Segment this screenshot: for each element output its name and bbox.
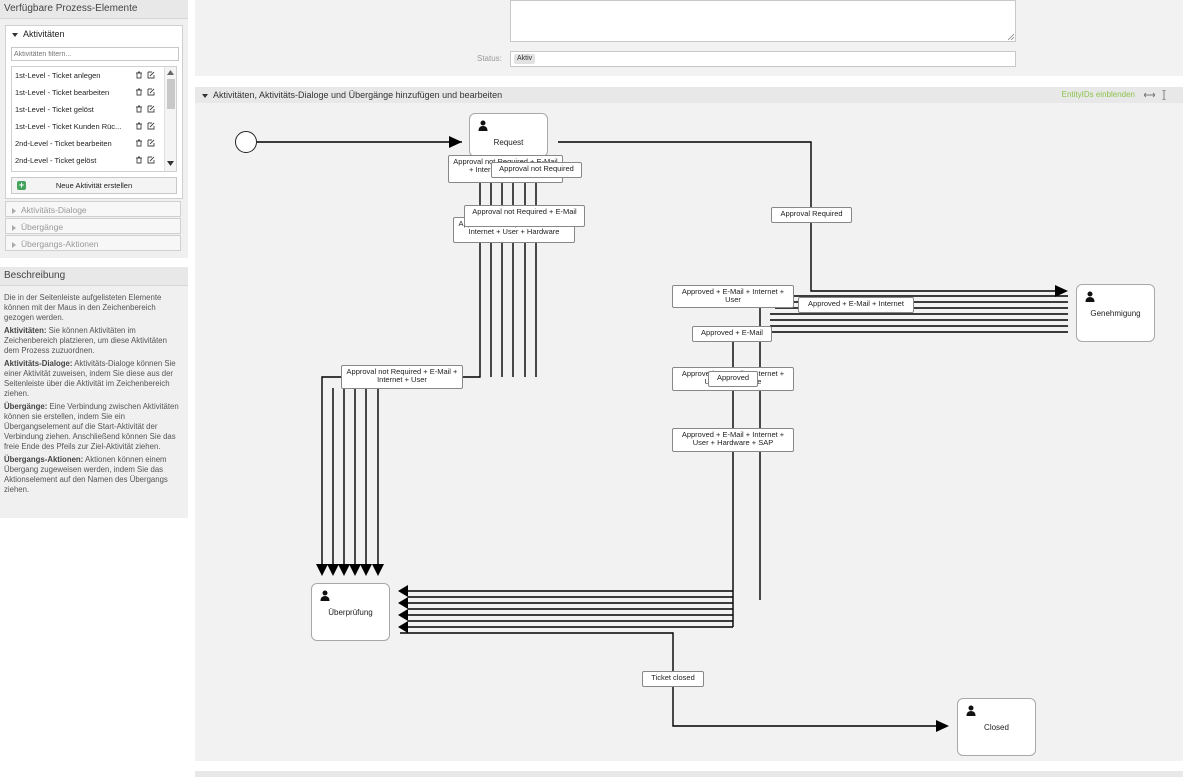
transition-label[interactable]: Approved + E-Mail + Internet + User: [672, 285, 794, 308]
activity-item-label: 1st-Level - Ticket bearbeiten: [15, 88, 110, 97]
activity-request[interactable]: Request: [469, 113, 548, 157]
process-form-area: Status: Aktiv: [195, 0, 1183, 76]
description-text: Die in der Seitenleiste aufgelisteten El…: [4, 293, 182, 498]
activity-closed-label: Closed: [984, 723, 1009, 732]
trash-icon[interactable]: [135, 139, 143, 147]
description-panel: Beschreibung Die in der Seitenleiste auf…: [0, 267, 188, 518]
status-label: Status:: [477, 54, 502, 63]
transitions-accordion[interactable]: Übergänge: [5, 218, 181, 234]
vertical-resize-icon[interactable]: [1161, 90, 1167, 100]
edit-icon[interactable]: [147, 71, 155, 79]
start-event[interactable]: [235, 131, 257, 153]
trash-icon[interactable]: [135, 105, 143, 113]
activity-item-label: 1st-Level - Ticket anlegen: [15, 71, 101, 80]
status-select[interactable]: Aktiv: [510, 51, 1016, 67]
activity-list-item[interactable]: 1st-Level - Ticket anlegen: [12, 67, 176, 84]
description-dialogs: Aktivitäts-Dialoge: Aktivitäts-Dialoge k…: [4, 359, 176, 398]
activities-accordion-header[interactable]: Aktivitäten: [6, 26, 182, 42]
activity-item-label: 1st-Level - Ticket gelöst: [15, 105, 94, 114]
transition-label[interactable]: Approval not Required + E-Mail: [464, 205, 585, 227]
description-transitions: Übergänge: Eine Verbindung zwischen Akti…: [4, 402, 179, 451]
edit-icon[interactable]: [147, 156, 155, 164]
caret-down-icon: [12, 32, 18, 37]
caret-right-icon: [12, 224, 16, 231]
horizontal-resize-icon[interactable]: [1144, 91, 1155, 99]
edit-icon[interactable]: [147, 139, 155, 147]
activity-list-item[interactable]: 1st-Level - Ticket Kunden Rüc...: [12, 118, 176, 135]
status-value: Aktiv: [514, 54, 536, 64]
transition-label[interactable]: Approved: [708, 371, 758, 387]
canvas-section-header[interactable]: Aktivitäten, Aktivitäts-Dialoge und Über…: [195, 87, 1183, 103]
trash-icon[interactable]: [135, 122, 143, 130]
trash-icon[interactable]: [135, 71, 143, 79]
entity-ids-toggle[interactable]: EntityIDs einblenden: [1061, 90, 1135, 99]
canvas-section-title: Aktivitäten, Aktivitäts-Dialoge und Über…: [202, 87, 502, 103]
user-icon: [1085, 291, 1095, 302]
transition-label[interactable]: Approved + E-Mail: [692, 326, 772, 342]
activity-request-label: Request: [493, 138, 524, 147]
caret-right-icon: [12, 241, 16, 248]
description-textarea[interactable]: [510, 0, 1016, 42]
activity-item-label: 1st-Level - Ticket Kunden Rüc...: [15, 122, 122, 131]
scrollbar-thumb[interactable]: [167, 79, 175, 109]
activity-list-item[interactable]: 1st-Level - Ticket gelöst: [12, 101, 176, 118]
activity-closed[interactable]: Closed: [957, 698, 1036, 756]
description-intro: Die in der Seitenleiste aufgelisteten El…: [4, 293, 162, 322]
activity-dialogs-accordion[interactable]: Aktivitäts-Dialoge: [5, 201, 181, 217]
activities-accordion-label: Aktivitäten: [23, 29, 65, 39]
transition-label[interactable]: Approved + E-Mail + Internet: [798, 297, 914, 313]
new-activity-button[interactable]: + Neue Aktivität erstellen: [11, 177, 177, 194]
scroll-down-icon[interactable]: [167, 161, 174, 166]
description-activities: Aktivitäten: Sie können Aktivitäten im Z…: [4, 326, 167, 355]
scroll-up-icon[interactable]: [167, 70, 174, 75]
transition-label[interactable]: Approval Required: [771, 207, 852, 223]
activity-item-label: 2nd-Level - Ticket gelöst: [15, 156, 97, 165]
activity-list-scrollbar[interactable]: [164, 67, 176, 171]
activity-dialogs-label: Aktivitäts-Dialoge: [21, 205, 87, 215]
user-icon: [478, 120, 488, 131]
user-icon: [320, 590, 330, 601]
activity-filter-input[interactable]: [11, 47, 179, 61]
trash-icon[interactable]: [135, 88, 143, 96]
activity-list-item[interactable]: 2nd-Level - Ticket bearbeiten: [12, 135, 176, 152]
transition-label[interactable]: Ticket closed: [642, 671, 704, 687]
activity-list-item[interactable]: 1st-Level - Ticket bearbeiten: [12, 84, 176, 101]
edit-icon[interactable]: [147, 105, 155, 113]
process-elements-panel: Verfügbare Prozess-Elemente Aktivitäten …: [0, 0, 188, 258]
caret-down-icon: [202, 93, 208, 98]
next-section-header[interactable]: [195, 771, 1183, 777]
activity-ueberpruefung-label: Überprüfung: [328, 608, 373, 617]
description-title: Beschreibung: [0, 267, 188, 286]
transition-label[interactable]: Approval not Required + E-Mail + Interne…: [341, 365, 463, 389]
activity-genehmigung-label: Genehmigung: [1090, 309, 1141, 318]
new-activity-label: Neue Aktivität erstellen: [55, 181, 133, 190]
process-elements-title: Verfügbare Prozess-Elemente: [0, 0, 188, 19]
plus-icon: +: [17, 180, 26, 190]
resize-grip-icon[interactable]: [1007, 33, 1014, 40]
edit-icon[interactable]: [147, 88, 155, 96]
transition-actions-accordion[interactable]: Übergangs-Aktionen: [5, 235, 181, 251]
transitions-label: Übergänge: [21, 222, 64, 232]
activities-accordion: Aktivitäten 1st-Level - Ticket anlegen 1…: [5, 25, 183, 199]
activity-list-item[interactable]: 2nd-Level - Ticket gelöst: [12, 152, 176, 169]
description-transition-actions: Übergangs-Aktionen: Aktionen können eine…: [4, 455, 168, 494]
activity-ueberpruefung[interactable]: Überprüfung: [311, 583, 390, 641]
transition-actions-label: Übergangs-Aktionen: [21, 239, 99, 249]
user-icon: [966, 705, 976, 716]
activity-list: 1st-Level - Ticket anlegen 1st-Level - T…: [11, 66, 177, 172]
activity-item-label: 2nd-Level - Ticket bearbeiten: [15, 139, 112, 148]
trash-icon[interactable]: [135, 156, 143, 164]
transition-label[interactable]: Approval not Required: [491, 162, 582, 178]
caret-right-icon: [12, 207, 16, 214]
edit-icon[interactable]: [147, 122, 155, 130]
transition-label[interactable]: Approved + E-Mail + Internet + User + Ha…: [672, 428, 794, 452]
activity-genehmigung[interactable]: Genehmigung: [1076, 284, 1155, 342]
